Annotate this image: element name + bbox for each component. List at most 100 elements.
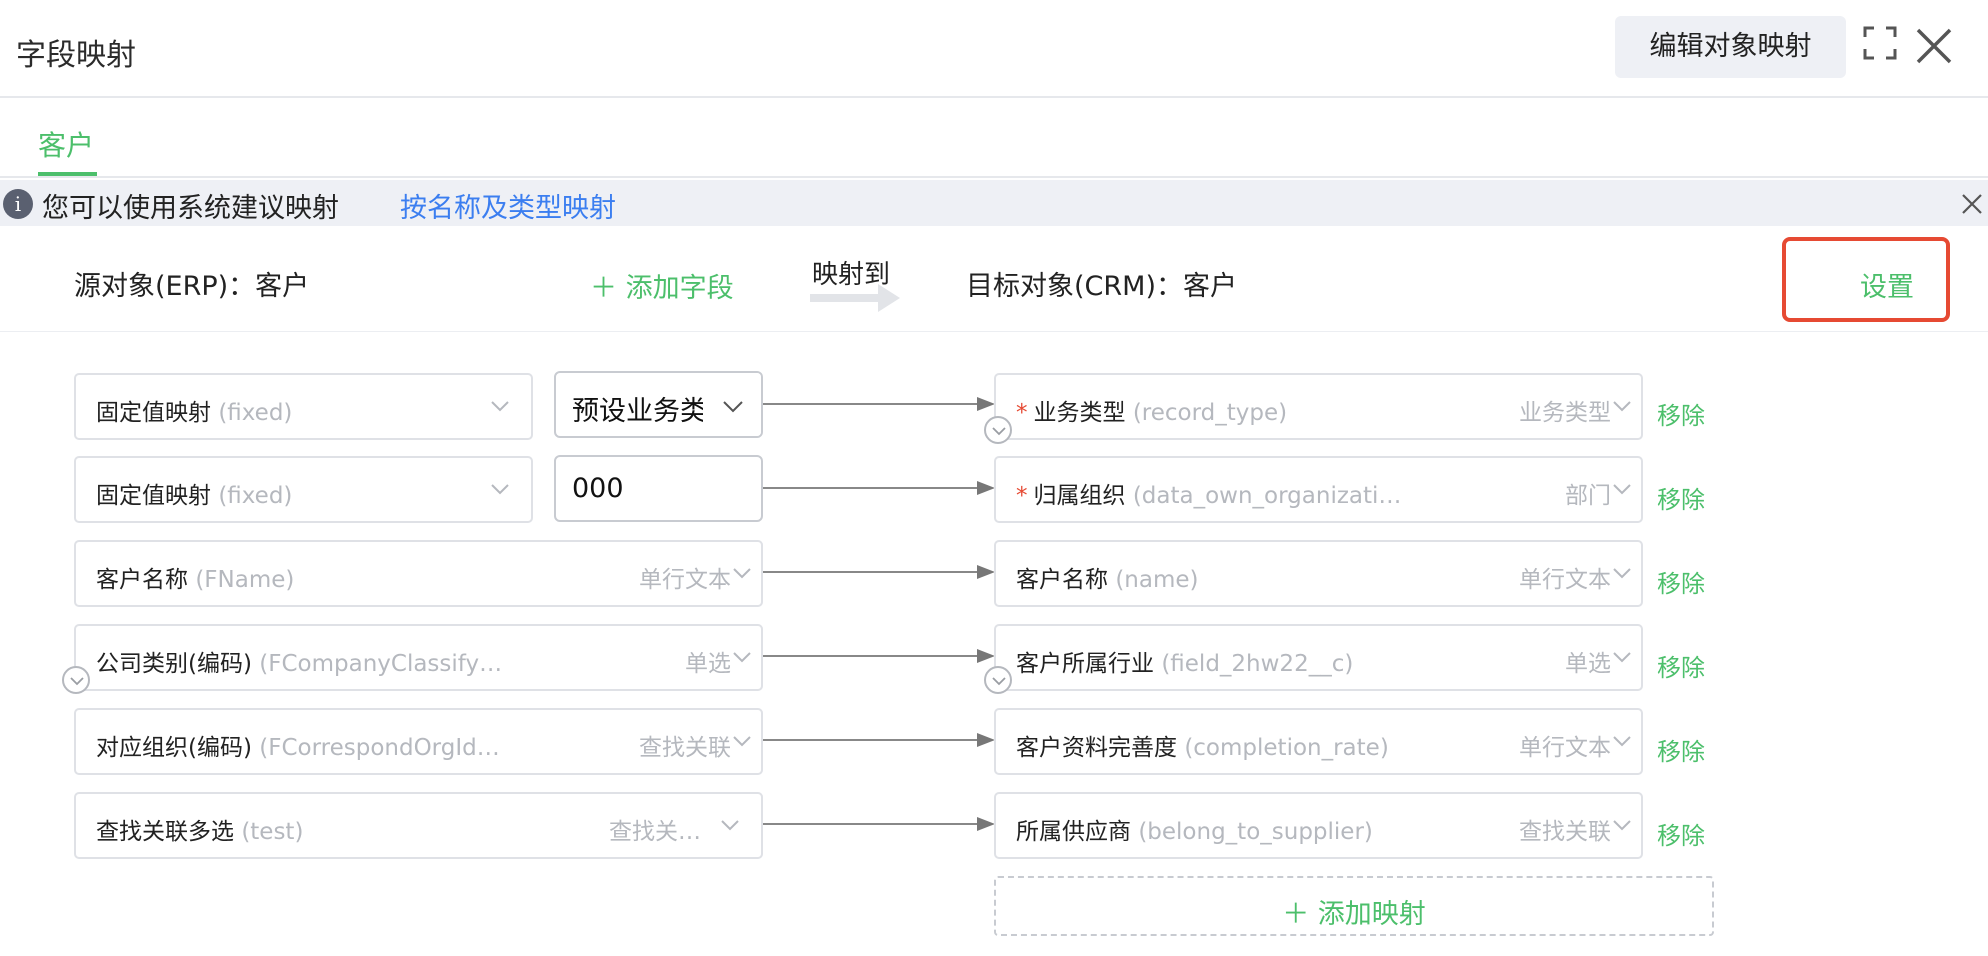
dialog-title: 字段映射 — [16, 38, 136, 73]
mapping-arrow — [763, 397, 995, 411]
chevron-down-icon — [723, 401, 743, 413]
target-field-api: (completion_rate) — [1184, 735, 1389, 761]
target-field-api: (data_own_organizati… — [1132, 483, 1402, 509]
target-object-label: 目标对象(CRM)：客户 — [966, 271, 1237, 302]
source-field-select[interactable]: 客户名称 (FName) 单行文本 — [74, 540, 763, 607]
source-field-name: 固定值映射 — [96, 483, 211, 509]
source-field-api: (FName) — [195, 567, 295, 593]
chevron-down-icon — [992, 677, 1006, 686]
source-field-api: (fixed) — [218, 400, 293, 426]
mapping-arrow — [763, 649, 995, 663]
mapping-arrow — [763, 733, 995, 747]
tab-bar: 客户 — [0, 98, 1988, 178]
info-icon: i — [3, 189, 33, 219]
add-mapping-label: ＋ 添加映射 — [1282, 899, 1426, 930]
fixed-value: 000 — [572, 473, 624, 504]
remove-mapping-button[interactable]: 移除 — [1657, 654, 1705, 682]
active-tab-indicator — [38, 172, 97, 176]
target-field-select[interactable]: 客户资料完善度 (completion_rate) 单行文本 — [994, 708, 1643, 775]
chevron-down-icon — [733, 568, 751, 579]
required-marker: * — [1016, 400, 1028, 426]
remove-mapping-button[interactable]: 移除 — [1657, 822, 1705, 850]
source-field-select[interactable]: 固定值映射 (fixed) — [74, 373, 533, 440]
target-field-name: 客户资料完善度 — [1016, 735, 1177, 761]
remove-mapping-button[interactable]: 移除 — [1657, 738, 1705, 766]
suggestion-banner: i 您可以使用系统建议映射 按名称及类型映射 — [0, 180, 1988, 226]
source-field-select[interactable]: 公司类别(编码) (FCompanyClassify… 单选 — [74, 624, 763, 691]
fixed-value-input[interactable]: 000 — [554, 455, 763, 522]
source-object-label: 源对象(ERP)：客户 — [74, 271, 310, 302]
target-field-name: 客户所属行业 — [1016, 651, 1154, 677]
mapping-arrow — [763, 481, 995, 495]
source-field-api: (FCorrespondOrgId… — [259, 735, 500, 761]
target-field-select[interactable]: *业务类型 (record_type) 业务类型 — [994, 373, 1643, 440]
source-field-type: 单选 — [685, 651, 731, 677]
source-field-api: (FCompanyClassify… — [259, 651, 503, 677]
source-field-select[interactable]: 对应组织(编码) (FCorrespondOrgId… 查找关联 — [74, 708, 763, 775]
settings-highlight: 设置 — [1782, 237, 1950, 322]
expand-toggle[interactable] — [984, 666, 1012, 694]
target-field-select[interactable]: *归属组织 (data_own_organizati… 部门 — [994, 456, 1643, 523]
map-by-name-type-link[interactable]: 按名称及类型映射 — [400, 193, 616, 224]
source-field-select[interactable]: 固定值映射 (fixed) — [74, 456, 533, 523]
source-field-select[interactable]: 查找关联多选 (test) 查找关… — [74, 792, 763, 859]
source-field-name: 公司类别(编码) — [96, 651, 252, 677]
source-field-type: 查找关… — [609, 819, 701, 845]
close-icon[interactable] — [1914, 26, 1954, 66]
target-field-type: 查找关联 — [1519, 819, 1611, 845]
source-field-type: 单行文本 — [639, 567, 731, 593]
add-mapping-button[interactable]: ＋ 添加映射 — [994, 876, 1714, 936]
target-field-name: 归属组织 — [1033, 483, 1126, 509]
source-field-name: 客户名称 — [96, 567, 188, 593]
map-to-label: 映射到 — [812, 260, 891, 290]
source-field-type: 查找关联 — [639, 735, 731, 761]
target-field-type: 部门 — [1565, 483, 1611, 509]
chevron-down-icon — [1613, 736, 1631, 747]
target-field-name: 所属供应商 — [1016, 819, 1131, 845]
chevron-down-icon — [1613, 652, 1631, 663]
source-field-name: 对应组织(编码) — [96, 735, 252, 761]
expand-toggle[interactable] — [984, 416, 1012, 444]
target-field-api: (field_2hw22__c) — [1161, 651, 1354, 677]
target-field-api: (name) — [1115, 567, 1199, 593]
mapping-arrow — [763, 565, 995, 579]
remove-mapping-button[interactable]: 移除 — [1657, 402, 1705, 430]
tab-customer[interactable]: 客户 — [38, 129, 95, 162]
chevron-down-icon — [733, 652, 751, 663]
target-field-select[interactable]: 客户名称 (name) 单行文本 — [994, 540, 1643, 607]
edit-object-mapping-button[interactable]: 编辑对象映射 — [1615, 16, 1846, 78]
mapping-arrow — [763, 817, 995, 831]
fixed-value-select[interactable]: 预设业务类型 — [554, 371, 763, 438]
target-field-select[interactable]: 客户所属行业 (field_2hw22__c) 单选 — [994, 624, 1643, 691]
target-field-name: 客户名称 — [1016, 567, 1108, 593]
expand-toggle[interactable] — [62, 666, 90, 694]
dialog-header: 字段映射 编辑对象映射 — [0, 0, 1988, 98]
chevron-down-icon — [1613, 401, 1631, 412]
banner-close-icon[interactable] — [1960, 192, 1984, 216]
chevron-down-icon — [491, 401, 509, 412]
settings-button[interactable]: 设置 — [1860, 272, 1914, 303]
chevron-down-icon — [70, 677, 84, 686]
chevron-down-icon — [721, 820, 739, 831]
object-header: 源对象(ERP)：客户 ＋ 添加字段 映射到 目标对象(CRM)：客户 设置 — [0, 228, 1988, 332]
chevron-down-icon — [491, 484, 509, 495]
target-field-api: (belong_to_supplier) — [1138, 819, 1373, 845]
target-field-name: 业务类型 — [1033, 400, 1126, 426]
source-field-api: (fixed) — [218, 483, 293, 509]
chevron-down-icon — [992, 427, 1006, 436]
remove-mapping-button[interactable]: 移除 — [1657, 570, 1705, 598]
fullscreen-icon[interactable] — [1863, 26, 1897, 60]
add-field-button[interactable]: ＋ 添加字段 — [590, 273, 734, 304]
required-marker: * — [1016, 483, 1028, 509]
target-field-select[interactable]: 所属供应商 (belong_to_supplier) 查找关联 — [994, 792, 1643, 859]
target-field-type: 单行文本 — [1519, 735, 1611, 761]
chevron-down-icon — [1613, 484, 1631, 495]
target-field-api: (record_type) — [1132, 400, 1288, 426]
chevron-down-icon — [733, 736, 751, 747]
source-field-name: 查找关联多选 — [96, 819, 234, 845]
remove-mapping-button[interactable]: 移除 — [1657, 486, 1705, 514]
source-field-api: (test) — [241, 819, 304, 845]
map-arrow-icon — [810, 284, 900, 312]
target-field-type: 单选 — [1565, 651, 1611, 677]
chevron-down-icon — [1613, 568, 1631, 579]
